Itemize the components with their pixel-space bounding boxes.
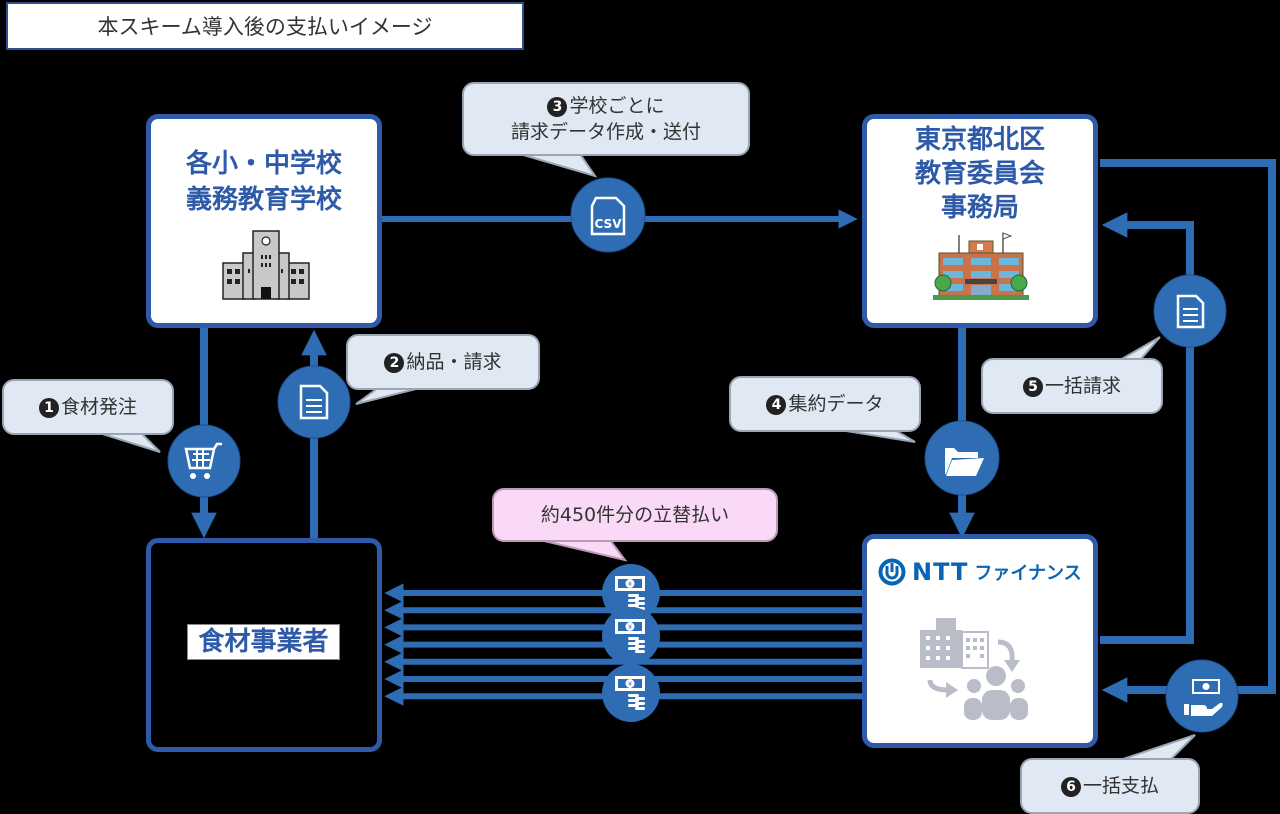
yen-bill-coins-icon: ¥ (602, 664, 660, 722)
supplier-label: 食材事業者 (187, 624, 340, 660)
svg-text:CSV: CSV (595, 217, 623, 231)
yen-bill-coins-icon: ¥ (602, 564, 660, 622)
node-board-of-education: 東京都北区 教育委員会 事務局 (862, 114, 1098, 328)
office-building-icon (933, 232, 1029, 300)
svg-text:¥: ¥ (628, 581, 632, 588)
board-line2: 教育委員会 (914, 159, 1045, 189)
advance-payment-label: 約450件分の立替払い (540, 504, 730, 526)
csv-file-icon: CSV (570, 177, 646, 253)
schools-line2: 義務教育学校 (185, 185, 342, 215)
document-icon (277, 365, 351, 439)
step5-number: 5 (1022, 377, 1043, 397)
folder-open-icon (924, 420, 1000, 496)
ntt-logo-kana: ファイナンス (974, 563, 1082, 584)
ntt-finance-logo: NTT ファイナンス (878, 558, 1082, 586)
shopping-cart-icon (167, 424, 241, 498)
svg-text:¥: ¥ (628, 624, 632, 631)
school-building-icon (222, 230, 310, 300)
step5-label: 一括請求 (1044, 375, 1121, 397)
board-line3: 事務局 (940, 193, 1019, 223)
step3-label-line2: 請求データ作成・送付 (510, 121, 701, 143)
step1-label: 食材発注 (60, 396, 137, 418)
board-line1: 東京都北区 (914, 125, 1045, 155)
step4-number: 4 (766, 395, 787, 415)
step3-number: 3 (547, 97, 568, 117)
bubble-advance-payment: 約450件分の立替払い (492, 488, 778, 542)
step4-label: 集約データ (788, 393, 884, 415)
step6-number: 6 (1060, 777, 1081, 797)
step2-number: 2 (384, 353, 405, 373)
hand-money-icon (1165, 659, 1239, 733)
document-icon (1153, 274, 1227, 348)
svg-text:¥: ¥ (628, 681, 632, 688)
arrow-bulk-invoice (1100, 212, 1194, 644)
yen-bill-coins-icon: ¥ (602, 607, 660, 665)
diagram-title: 本スキーム導入後の支払いイメージ (6, 2, 524, 50)
ntt-logo-mark-icon (878, 558, 906, 586)
step1-number: 1 (38, 398, 59, 418)
schools-line1: 各小・中学校 (185, 149, 342, 179)
node-schools: 各小・中学校 義務教育学校 (146, 114, 382, 328)
business-to-people-icon (920, 618, 1028, 720)
step3-label-line1: 学校ごとに (569, 95, 665, 117)
ntt-logo-text: NTT (912, 558, 969, 586)
step6-label: 一括支払 (1082, 775, 1159, 797)
step2-label: 納品・請求 (406, 351, 502, 373)
